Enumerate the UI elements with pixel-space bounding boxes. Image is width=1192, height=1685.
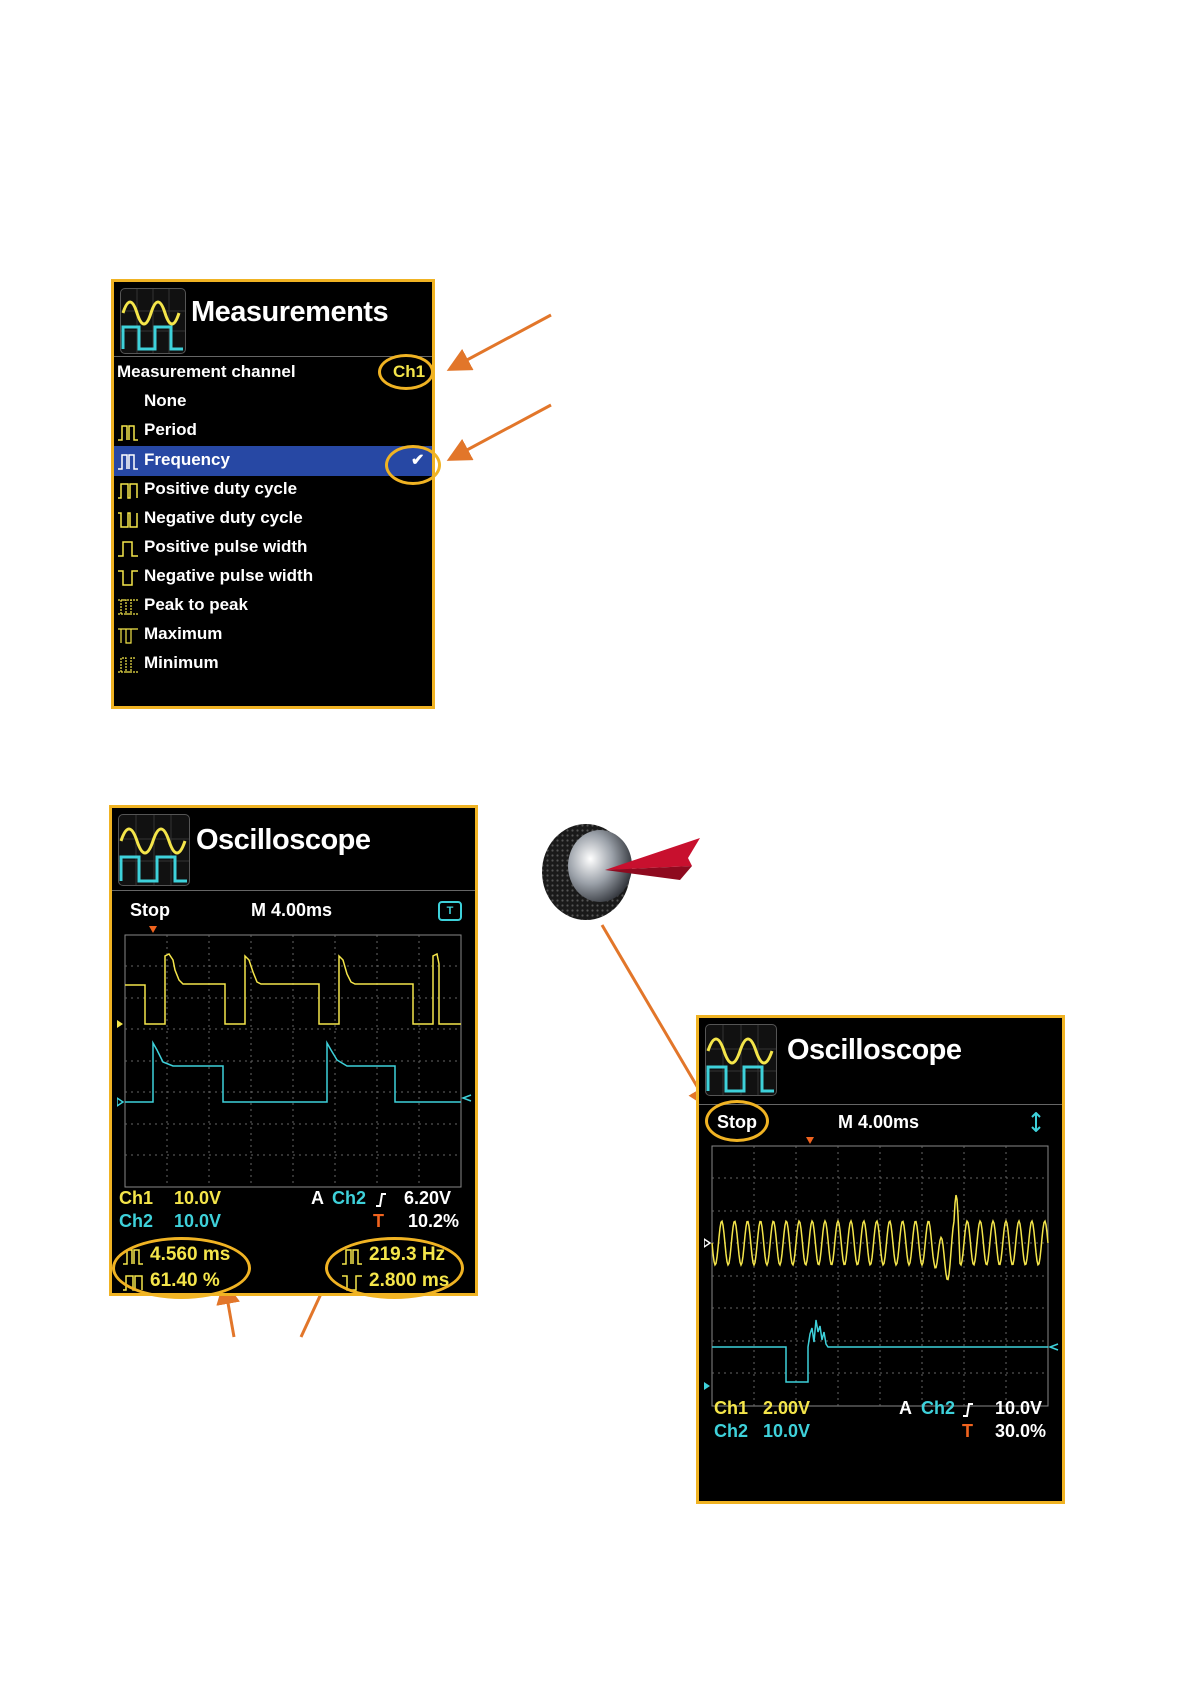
title-divider <box>699 1104 1062 1105</box>
ch1-ground-marker <box>704 1238 712 1248</box>
highlight-ring-checkmark <box>385 445 441 485</box>
ch2-trigger-level-marker <box>460 1094 472 1102</box>
title-divider <box>112 890 475 891</box>
trigger-source[interactable]: Ch2 <box>921 1398 956 1418</box>
panel-title: Measurements <box>191 296 389 328</box>
menu-item-negative-pulse-width[interactable]: Negative pulse width <box>144 566 314 585</box>
ch2-ground-marker <box>117 1097 125 1107</box>
ch1-trace <box>711 1194 1049 1281</box>
negative-duty-cycle-icon <box>118 512 138 528</box>
trigger-position-label: T <box>962 1421 973 1441</box>
trigger-position[interactable]: 30.0% <box>995 1421 1047 1441</box>
ch1-ground-marker <box>117 1020 123 1028</box>
timebase[interactable]: M 4.00ms <box>838 1112 920 1132</box>
ch1-trace <box>125 952 461 1025</box>
arrow-knob-to-stop <box>600 924 712 1111</box>
positive-pulse-width-icon <box>118 541 138 557</box>
menu-item-period[interactable]: Period <box>144 420 197 439</box>
peak-to-peak-icon <box>118 599 138 615</box>
trigger-level[interactable]: 10.0V <box>995 1398 1043 1418</box>
menu-item-frequency-label: Frequency <box>144 450 230 469</box>
menu-item-peak-to-peak[interactable]: Peak to peak <box>144 595 248 614</box>
highlight-ring-stop <box>705 1100 769 1142</box>
menu-item-positive-pulse-width[interactable]: Positive pulse width <box>144 537 308 556</box>
menu-item-negative-duty-cycle[interactable]: Negative duty cycle <box>144 508 303 527</box>
ch1-label: Ch1 <box>119 1188 154 1208</box>
frequency-icon <box>118 454 138 470</box>
highlight-ring-frequency <box>325 1237 464 1299</box>
trigger-position-marker <box>149 926 157 933</box>
trigger-position[interactable]: 10.2% <box>408 1211 460 1231</box>
menu-item-frequency[interactable] <box>114 446 432 476</box>
ch2-trace <box>125 1040 461 1103</box>
ch2-ground-marker <box>704 1382 710 1390</box>
trigger-mode: A <box>311 1188 324 1208</box>
maximum-icon <box>118 628 138 644</box>
menu-item-minimum[interactable]: Minimum <box>144 653 219 672</box>
ch1-scale[interactable]: 2.00V <box>763 1398 811 1418</box>
highlight-ring-channel <box>378 354 434 390</box>
oscilloscope-panel-1: Oscilloscope Stop M 4.00ms T Ch1 10.0V C… <box>109 805 478 1296</box>
menu-item-none[interactable]: None <box>144 391 187 410</box>
ch1-scale[interactable]: 10.0V <box>174 1188 222 1208</box>
title-divider <box>114 356 432 357</box>
ch1-label: Ch1 <box>714 1398 749 1418</box>
panel-title: Oscilloscope <box>196 824 371 856</box>
ch2-trigger-level-marker <box>1047 1343 1059 1351</box>
vertical-position-icon[interactable] <box>1029 1112 1043 1132</box>
trigger-position-label: T <box>373 1211 384 1231</box>
rising-edge-icon <box>376 1193 386 1207</box>
rising-edge-icon <box>963 1403 973 1417</box>
oscilloscope-logo-icon <box>118 814 190 886</box>
waveform-display <box>117 926 472 1188</box>
highlight-ring-period <box>112 1237 251 1299</box>
trigger-mode-icon[interactable]: T <box>438 901 462 921</box>
trigger-mode: A <box>899 1398 912 1418</box>
panel-title: Oscilloscope <box>787 1034 962 1066</box>
ch2-label: Ch2 <box>714 1421 749 1441</box>
ch2-scale[interactable]: 10.0V <box>763 1421 811 1441</box>
measurement-channel-label: Measurement channel <box>117 362 296 381</box>
arrow-to-channel <box>446 313 552 371</box>
menu-item-maximum[interactable]: Maximum <box>144 624 223 643</box>
control-knob-icon[interactable] <box>540 818 710 928</box>
trigger-level[interactable]: 6.20V <box>404 1188 452 1208</box>
timebase[interactable]: M 4.00ms <box>251 900 333 920</box>
menu-item-positive-duty-cycle[interactable]: Positive duty cycle <box>144 479 298 498</box>
ch2-scale[interactable]: 10.0V <box>174 1211 222 1231</box>
run-state[interactable]: Stop <box>130 900 170 920</box>
ch2-label: Ch2 <box>119 1211 154 1231</box>
period-icon <box>118 425 138 441</box>
positive-duty-cycle-icon <box>118 483 138 499</box>
trigger-position-marker <box>806 1137 814 1144</box>
minimum-icon <box>118 657 138 673</box>
trigger-source[interactable]: Ch2 <box>332 1188 367 1208</box>
oscilloscope-logo-icon <box>705 1024 777 1096</box>
waveform-display <box>704 1137 1059 1407</box>
arrow-to-checkmark <box>446 403 552 461</box>
negative-pulse-width-icon <box>118 570 138 586</box>
red-pointer-icon <box>605 838 700 870</box>
ch2-trace <box>712 1319 1048 1383</box>
oscilloscope-logo-icon <box>120 288 186 354</box>
measurements-panel: Measurements Measurement channel Ch1 Non… <box>111 279 441 709</box>
oscilloscope-panel-2: Oscilloscope Stop M 4.00ms Ch1 2.00V Ch2… <box>696 1015 1065 1504</box>
